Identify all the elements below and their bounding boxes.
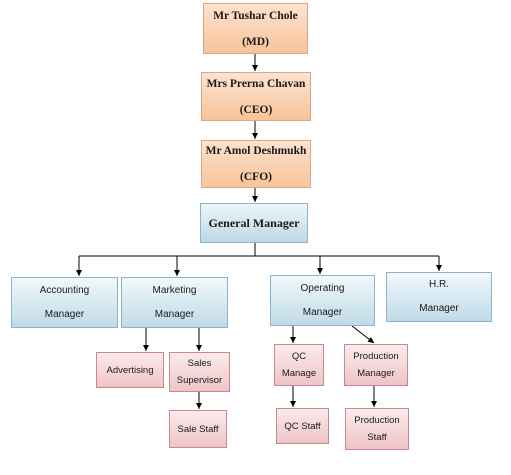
ceo-role: (CEO): [239, 103, 273, 116]
cfo-name: Mr Amol Deshmukh: [205, 145, 307, 157]
to-production-manager-arrow: [351, 325, 375, 344]
accounting-manager-box: Accounting Manager: [11, 277, 118, 328]
sales-supervisor-box: Sales Supervisor: [169, 352, 230, 392]
advertising-label: Advertising: [106, 364, 154, 376]
qc-staff-label: QC Staff: [284, 420, 321, 432]
production-staff-box: Production Staff: [345, 408, 409, 450]
general-manager-box: General Manager: [200, 203, 308, 243]
sale-staff-label: Sale Staff: [177, 423, 219, 435]
marketing-manager-line2: Manager: [154, 308, 195, 320]
hr-manager-line1: H.R.: [429, 279, 449, 290]
operating-manager-line2: Manager: [302, 306, 343, 318]
qc-staff-box: QC Staff: [276, 408, 329, 444]
accounting-manager-line1: Accounting: [39, 284, 90, 296]
production-manager-line2: Manager: [357, 368, 395, 379]
ceo-name: Mrs Prerna Chavan: [206, 77, 306, 90]
hr-manager-box: H.R. Manager: [386, 272, 492, 322]
operating-manager-box: Operating Manager: [270, 275, 375, 326]
operating-manager-line1: Operating: [300, 282, 345, 294]
hr-manager-line2: Manager: [419, 303, 459, 314]
sale-staff-box: Sale Staff: [169, 410, 227, 448]
production-manager-line1: Production: [353, 351, 399, 362]
qc-manage-line2: Manage: [281, 368, 317, 379]
marketing-manager-line1: Marketing: [152, 284, 197, 296]
qc-manage-line1: QC: [291, 351, 307, 362]
production-staff-line1: Production: [354, 415, 400, 426]
production-manager-box: Production Manager: [344, 344, 408, 386]
md-role: (MD): [242, 35, 269, 48]
sales-supervisor-line1: Sales: [187, 358, 212, 369]
sales-supervisor-line2: Supervisor: [176, 375, 223, 386]
md-box: Mr Tushar Chole (MD): [203, 3, 308, 54]
production-staff-line2: Staff: [367, 432, 387, 443]
qc-manage-box: QC Manage: [274, 344, 324, 386]
marketing-manager-box: Marketing Manager: [121, 277, 228, 328]
accounting-manager-line2: Manager: [44, 308, 85, 320]
general-manager-label: General Manager: [208, 215, 300, 230]
ceo-box: Mrs Prerna Chavan (CEO): [201, 72, 311, 121]
md-name: Mr Tushar Chole: [213, 9, 298, 22]
cfo-role: (CFO): [240, 171, 272, 183]
cfo-box: Mr Amol Deshmukh (CFO): [201, 140, 311, 188]
advertising-box: Advertising: [96, 352, 164, 388]
